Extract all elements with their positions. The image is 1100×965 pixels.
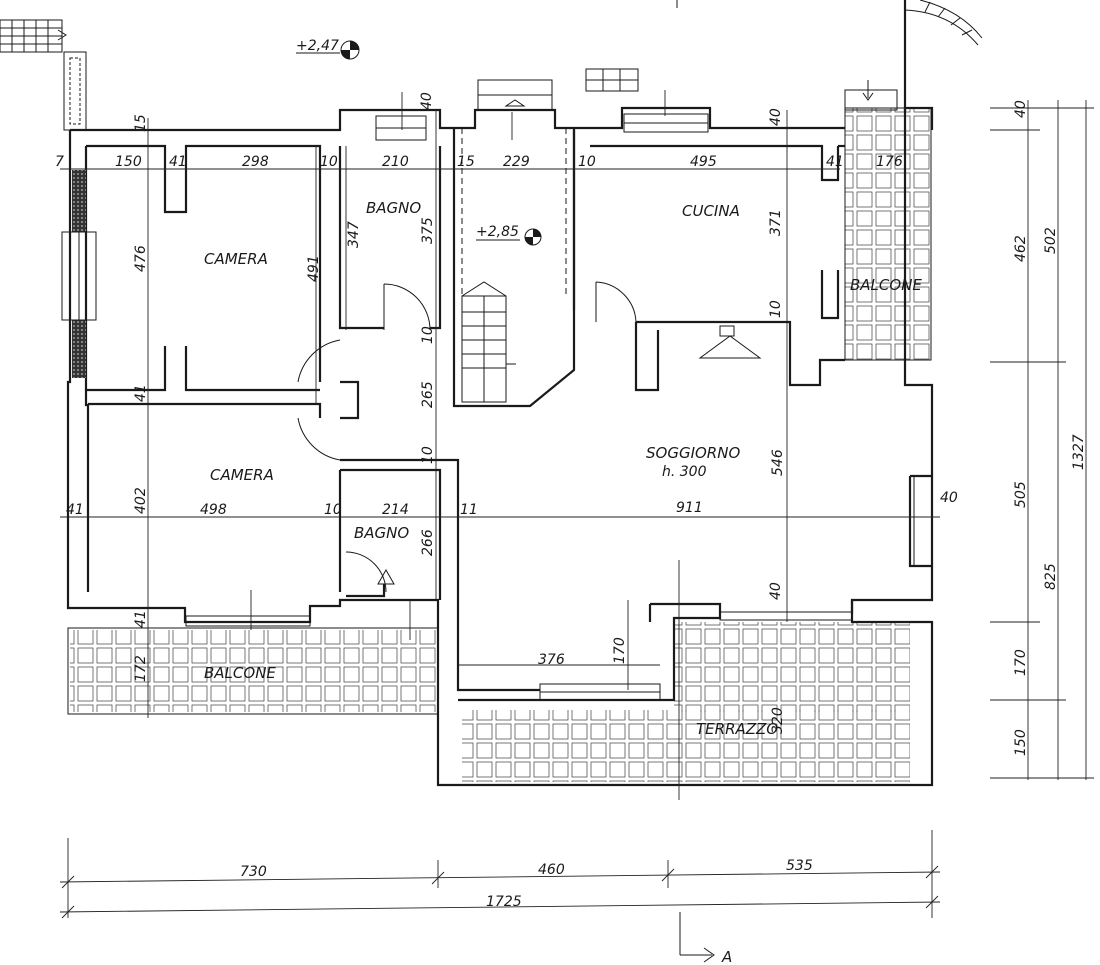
room-label-camera-bottom: CAMERA (210, 466, 274, 484)
dim-cucina-371: 371 (768, 209, 784, 236)
dim-mid-498: 498 (200, 502, 227, 518)
dim-top-15: 15 (457, 154, 475, 170)
curved-stair-top-right (903, 0, 983, 112)
dim-camera-402: 402 (133, 487, 149, 514)
section-marker: A (679, 912, 732, 965)
dim-mid-911: 911 (676, 500, 703, 516)
dim-wall-10-a: 10 (420, 326, 436, 344)
dim-mid-41: 41 (66, 502, 84, 518)
dim-376: 376 (538, 652, 565, 668)
dim-left-476: 476 (133, 245, 149, 272)
walls (66, 106, 934, 787)
dim-wall-10-b: 10 (768, 300, 784, 318)
dim-right-outer-150: 150 (1013, 729, 1029, 756)
dim-camera-491: 491 (306, 255, 322, 282)
level-outside-text: +2,47 (296, 38, 339, 54)
door-swings (297, 281, 637, 593)
dim-top-10a: 10 (320, 154, 338, 170)
dim-top-298: 298 (242, 154, 269, 170)
dim-right-outer-40: 40 (1013, 100, 1029, 118)
room-label-balcone-right: BALCONE (850, 276, 922, 294)
dim-top-495: 495 (690, 154, 717, 170)
dim-balcone-172: 172 (133, 655, 149, 682)
dim-wall-10-c: 10 (420, 446, 436, 464)
dim-right-40: 40 (940, 490, 958, 506)
dim-hall-265: 265 (420, 381, 436, 408)
level-marker-stair: +2,85 (476, 224, 542, 246)
external-stair (0, 19, 87, 131)
room-label-soggiorno: SOGGIORNO (646, 444, 740, 462)
dim-right-inner-502: 502 (1043, 227, 1059, 254)
dim-top-15-vertical: 15 (133, 114, 149, 132)
dim-mid-11: 11 (460, 502, 478, 518)
level-stair-text: +2,85 (476, 224, 519, 240)
dim-mid-10: 10 (324, 502, 342, 518)
dim-bagno-375: 375 (420, 217, 436, 244)
interior-dimension-lines (60, 90, 940, 800)
dim-top-41b: 41 (826, 154, 844, 170)
dim-bottom-535: 535 (786, 858, 813, 874)
dim-wall-41-left: 41 (133, 384, 149, 402)
terrazzo-tiles-bottom (462, 710, 910, 782)
dim-bottom-730: 730 (240, 864, 267, 880)
dim-top-41: 41 (169, 154, 187, 170)
section-marker-label: A (721, 948, 732, 965)
balcone-bottom-tiles (70, 630, 436, 712)
dim-top-150: 150 (115, 154, 142, 170)
dim-right-outer-170: 170 (1013, 649, 1029, 676)
dim-top-176: 176 (876, 154, 903, 170)
dim-top-229: 229 (503, 154, 530, 170)
dim-top-wall-40b: 40 (768, 108, 784, 126)
dim-top-7: 7 (55, 154, 64, 170)
room-label-cucina: CUCINA (682, 202, 740, 220)
fireplace (698, 335, 762, 359)
terrazzo-tiles-right (674, 622, 910, 712)
inner-stair (461, 128, 567, 403)
dim-bagno-347: 347 (346, 221, 362, 248)
left-wall-hatch-top (72, 170, 86, 232)
left-wall-hatch-bottom (72, 320, 86, 378)
dim-right-total: 1327 (1071, 434, 1087, 470)
dim-right-inner-825: 825 (1043, 563, 1059, 590)
room-label-balcone-bottom: BALCONE (204, 664, 276, 682)
dim-right-outer-505: 505 (1013, 481, 1029, 508)
room-label-bagno-bottom: BAGNO (354, 524, 409, 542)
dim-170: 170 (612, 637, 628, 664)
right-dimension-chain (990, 100, 1094, 780)
dim-bottom-total: 1725 (486, 894, 522, 910)
room-soggiorno-height: h. 300 (662, 464, 707, 480)
dim-top-wall-40a: 40 (419, 92, 435, 110)
bottom-dimension-chain (59, 830, 941, 919)
level-marker-outside: +2,47 (296, 38, 360, 60)
dim-bottom-460: 460 (538, 862, 565, 878)
dim-top-210: 210 (382, 154, 409, 170)
dim-mid-214: 214 (382, 502, 409, 518)
dim-soggiorno-546: 546 (770, 449, 786, 476)
dim-terrace-40: 40 (768, 582, 784, 600)
balcone-right-tiles (845, 108, 931, 360)
dim-terrazzo-320: 320 (770, 707, 786, 734)
room-label-terrazzo: TERRAZZO (696, 720, 778, 738)
room-label-bagno-top: BAGNO (366, 199, 421, 217)
dim-bagno-266: 266 (420, 529, 436, 556)
room-label-camera-top: CAMERA (204, 250, 268, 268)
dim-top-10b: 10 (578, 154, 596, 170)
dim-wall-41-bottom: 41 (133, 610, 149, 628)
dim-right-outer-462: 462 (1013, 235, 1029, 262)
